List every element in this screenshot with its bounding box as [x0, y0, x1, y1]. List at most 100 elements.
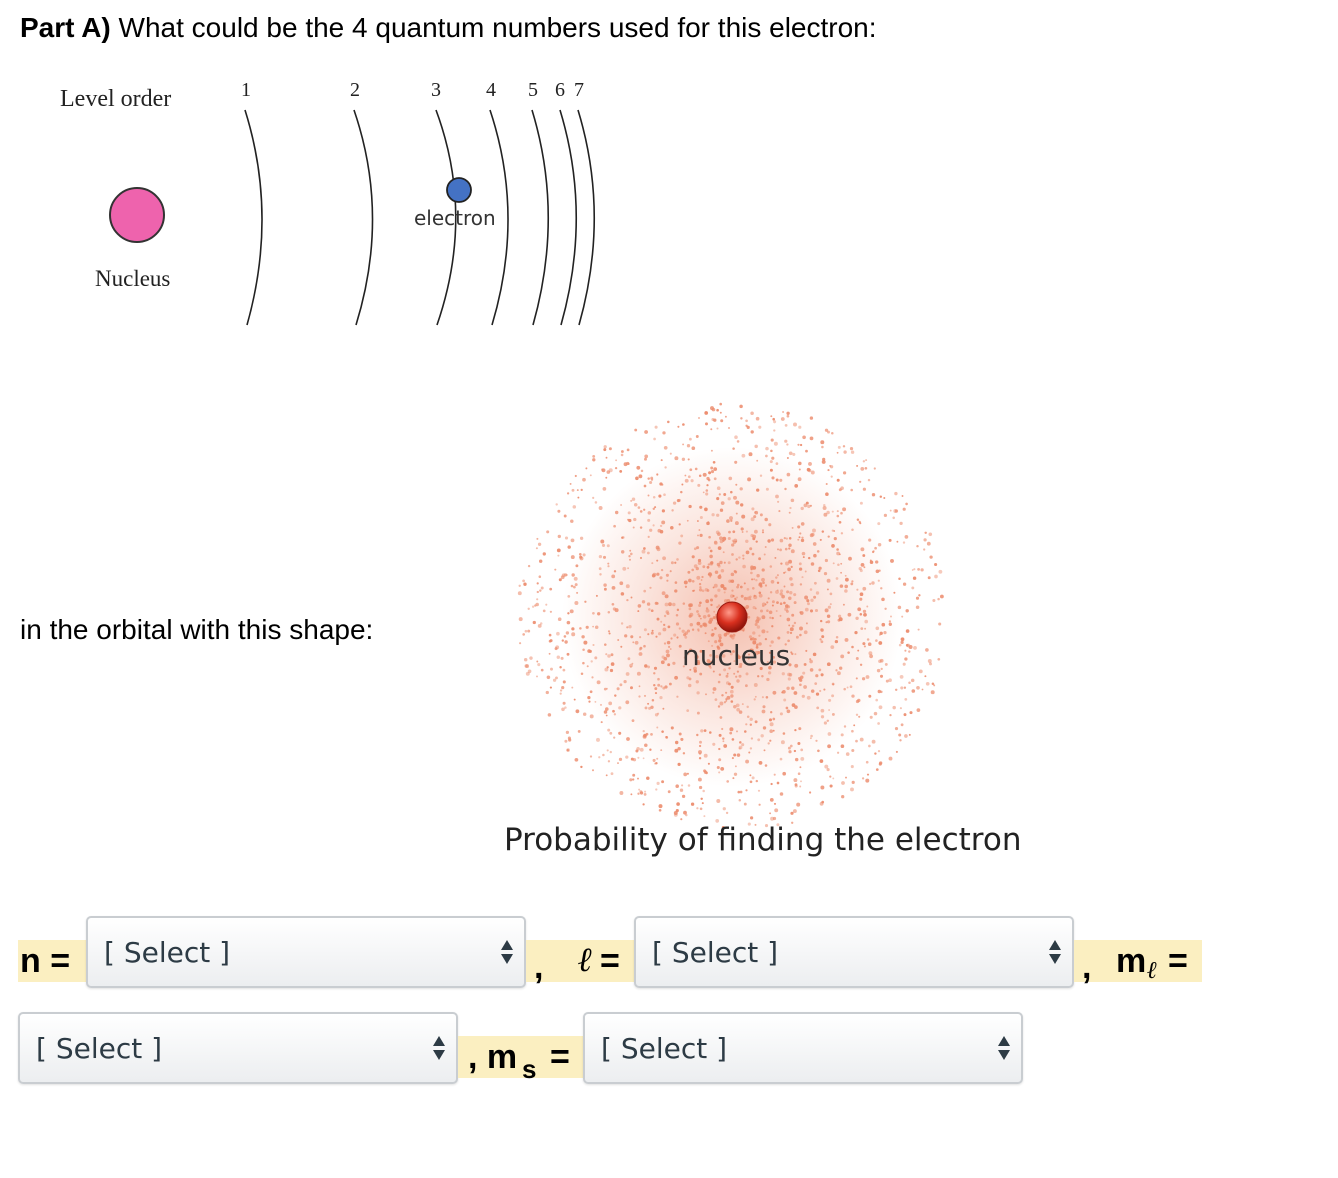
cloud-dot	[557, 617, 562, 621]
cloud-dot	[823, 688, 826, 691]
cloud-dot	[639, 747, 644, 752]
cloud-dot	[902, 662, 906, 666]
cloud-dot	[592, 454, 596, 458]
cloud-dot	[782, 771, 787, 776]
cloud-dot	[709, 554, 713, 559]
cloud-dot	[638, 788, 641, 791]
cloud-dot	[789, 591, 793, 595]
cloud-dot	[721, 825, 725, 830]
cloud-dot	[797, 741, 801, 746]
cloud-dot	[609, 731, 613, 735]
cloud-dot	[742, 564, 746, 569]
cloud-dot	[574, 601, 579, 605]
cloud-dot	[785, 604, 789, 608]
ml-select[interactable]: [ Select ]	[18, 1012, 458, 1084]
cloud-dot	[632, 526, 635, 529]
cloud-dot	[663, 614, 667, 618]
cloud-dot	[759, 513, 763, 517]
cloud-dot	[730, 694, 734, 698]
cloud-dot	[767, 597, 770, 600]
cloud-dot	[750, 411, 754, 416]
cloud-dot	[700, 729, 704, 733]
cloud-dot	[934, 562, 938, 567]
cloud-dot	[722, 551, 725, 554]
cloud-dot	[913, 646, 917, 650]
cloud-dot	[589, 714, 594, 719]
cloud-dot	[687, 475, 691, 479]
cloud-dot	[908, 645, 913, 649]
cloud-dot	[524, 629, 528, 633]
cloud-dot	[570, 555, 575, 560]
cloud-dot	[745, 539, 749, 544]
cloud-dot	[537, 542, 542, 546]
cloud-dot	[575, 709, 580, 714]
cloud-dot	[719, 411, 722, 414]
cloud-dot	[675, 622, 680, 626]
cloud-dot	[718, 639, 722, 643]
cloud-dot	[691, 446, 696, 451]
cloud-dot	[789, 744, 793, 748]
cloud-dot	[859, 597, 863, 601]
cloud-dot	[674, 675, 679, 680]
cloud-dot	[747, 822, 751, 826]
cloud-dot	[741, 743, 745, 747]
cloud-dot	[651, 699, 655, 702]
cloud-dot	[734, 460, 738, 464]
cloud-dot	[710, 574, 713, 577]
cloud-dot	[809, 416, 814, 420]
cloud-dot	[565, 730, 570, 735]
cloud-dot	[713, 583, 718, 588]
cloud-dot	[587, 695, 591, 700]
ms-select[interactable]: [ Select ]	[583, 1012, 1023, 1084]
cloud-dot	[859, 613, 863, 616]
cloud-dot	[810, 470, 815, 475]
cloud-dot	[779, 712, 783, 716]
electron-icon	[446, 177, 472, 203]
cloud-dot	[607, 562, 610, 565]
cloud-dot	[737, 790, 741, 794]
cloud-dot	[637, 756, 640, 759]
cloud-dot	[845, 577, 849, 582]
ml-letter: m	[1116, 942, 1147, 980]
cloud-dot	[765, 454, 768, 458]
cloud-dot	[745, 723, 748, 726]
cloud-dot	[727, 561, 731, 565]
cloud-dot	[878, 641, 883, 645]
cloud-dot	[915, 596, 920, 600]
cloud-dot	[643, 628, 647, 632]
cloud-dot	[898, 643, 902, 647]
cloud-dot	[826, 768, 830, 772]
l-select[interactable]: [ Select ]	[634, 916, 1074, 988]
cloud-dot	[656, 781, 660, 785]
cloud-dot	[774, 808, 779, 813]
cloud-dot	[695, 680, 699, 684]
cloud-dot	[567, 545, 571, 549]
cloud-dot	[607, 728, 611, 732]
cloud-dot	[712, 742, 716, 746]
cloud-dot	[694, 467, 698, 471]
cloud-dot	[620, 453, 624, 457]
cloud-dot	[758, 591, 762, 595]
cloud-dot	[785, 609, 789, 613]
n-select[interactable]: [ Select ]	[86, 916, 526, 988]
cloud-dot	[777, 654, 781, 657]
cloud-dot	[610, 662, 615, 666]
cloud-dot	[826, 614, 831, 618]
cloud-dot	[542, 609, 546, 613]
cloud-dot	[651, 629, 654, 632]
cloud-dot	[755, 646, 759, 649]
cloud-dot	[613, 570, 617, 573]
cloud-dot	[787, 746, 791, 750]
cloud-dot	[911, 586, 915, 590]
cloud-dot	[801, 551, 806, 556]
cloud-dot	[752, 631, 756, 635]
cloud-dot	[692, 589, 695, 592]
cloud-dot	[592, 625, 594, 628]
cloud-dot	[858, 566, 862, 571]
cloud-dot	[794, 757, 799, 762]
cloud-dot	[733, 660, 736, 663]
cloud-dot	[924, 531, 927, 535]
cloud-dot	[731, 757, 734, 760]
cloud-dot	[637, 792, 640, 795]
cloud-dot	[688, 607, 692, 611]
